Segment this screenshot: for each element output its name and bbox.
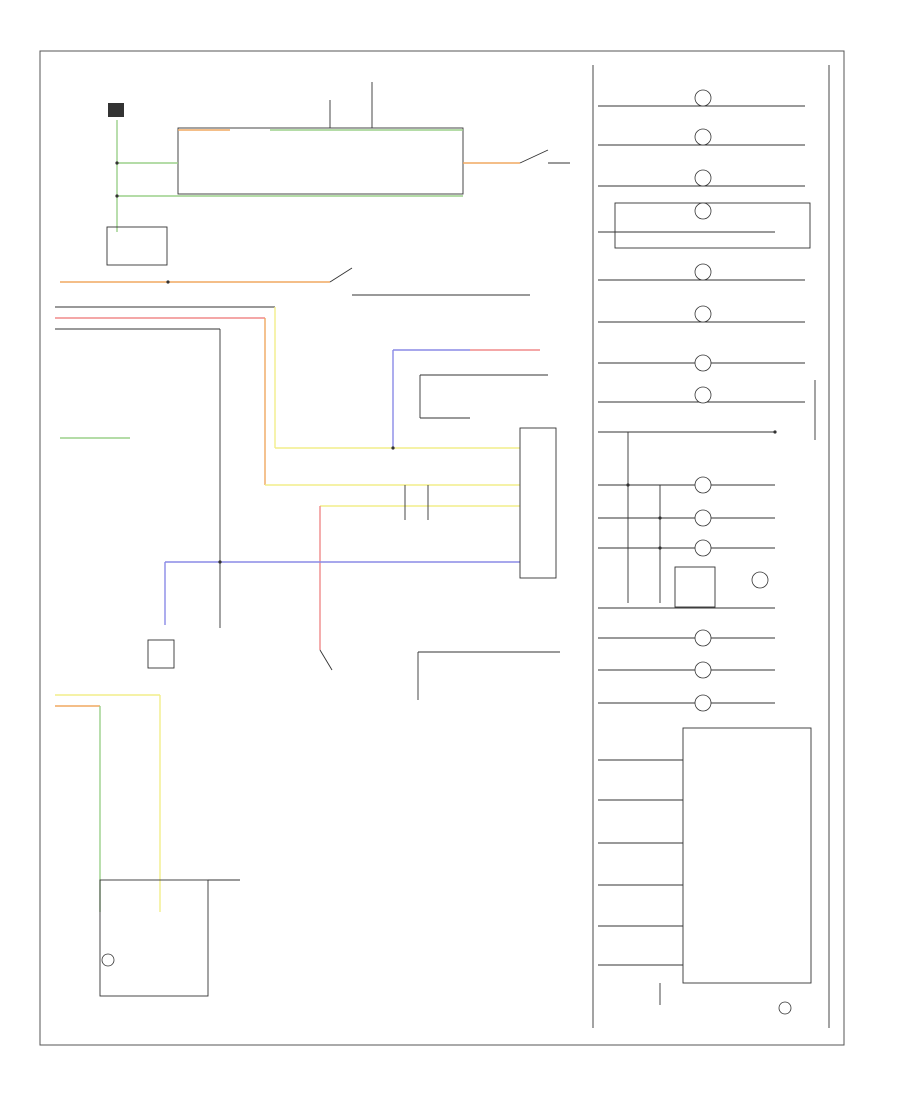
lamp-icon [694, 694, 712, 712]
lamp-icon [694, 539, 712, 557]
lamp-icon [694, 128, 712, 146]
lamp-group-box [614, 202, 811, 249]
switch-blade [329, 267, 353, 283]
splice-dot [391, 446, 395, 450]
relay-box [674, 566, 716, 608]
instrument-connector [519, 427, 557, 579]
fuel-sender-box [99, 879, 209, 997]
lamp-icon [778, 1001, 792, 1015]
lamp-icon [694, 476, 712, 494]
lamp-icon [694, 305, 712, 323]
warning-module-box [682, 727, 812, 984]
top-left-circuit [60, 82, 570, 296]
splice-dot [773, 430, 777, 434]
lamp-icon [694, 661, 712, 679]
splice-dot [658, 516, 662, 520]
lamp-icon [694, 263, 712, 281]
splice-dot [218, 560, 222, 564]
indicator-lamps [694, 89, 792, 1015]
lamp-icon [694, 202, 712, 220]
lamp-icon [751, 571, 769, 589]
main-harness-wires [55, 306, 557, 650]
lamp-icon [694, 629, 712, 647]
connector-block [106, 226, 168, 266]
lamp-icon [694, 386, 712, 404]
splice-dot [115, 161, 119, 165]
lamp-icon [694, 169, 712, 187]
control-module-box [177, 127, 464, 195]
lamp-icon [694, 354, 712, 372]
diagram-border [39, 50, 845, 1046]
sensor-box [147, 639, 175, 669]
splice-dot [658, 546, 662, 550]
lamp-icon [694, 89, 712, 107]
splice-dot [626, 483, 630, 487]
splice-dot [166, 280, 170, 284]
lower-left-circuit [55, 639, 560, 997]
sender-symbol [101, 953, 115, 967]
splice-dot [115, 194, 119, 198]
splice-points [115, 161, 777, 564]
switch-contact [519, 149, 549, 164]
lamp-icon [694, 509, 712, 527]
battery-symbol [108, 103, 124, 117]
brake-switch [319, 649, 333, 671]
